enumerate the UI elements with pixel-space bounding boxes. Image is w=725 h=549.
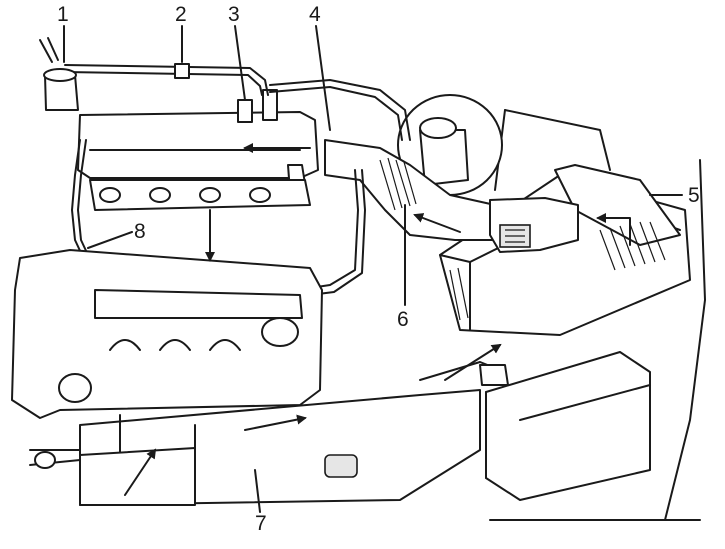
leader-lines (63, 25, 683, 513)
lower-air-duct (29, 361, 509, 506)
flow-arrow-lower-duct (244, 414, 307, 431)
intake-plenum (77, 89, 319, 193)
flow-arrow-filter (596, 213, 631, 246)
callout-2: 2 (175, 3, 187, 26)
callout-1: 1 (57, 3, 69, 26)
intake-duct (324, 139, 579, 253)
callout-5: 5 (688, 184, 700, 207)
callout-8: 8 (134, 220, 146, 243)
callout-7: 7 (255, 512, 267, 535)
callout-6: 6 (397, 308, 409, 331)
fender-outline (664, 159, 706, 521)
callout-4: 4 (309, 3, 321, 26)
airflow-arrows (124, 143, 631, 496)
cam-cover (11, 249, 323, 419)
flow-arrow-duct (413, 213, 461, 233)
callout-3: 3 (228, 3, 240, 26)
manifold-ports (89, 179, 311, 211)
charcoal-canister (39, 37, 79, 111)
flow-arrow-snorkel (124, 448, 157, 496)
battery (485, 351, 651, 501)
flow-arrow-inlet (444, 343, 502, 381)
vacuum-hoses (64, 63, 411, 296)
